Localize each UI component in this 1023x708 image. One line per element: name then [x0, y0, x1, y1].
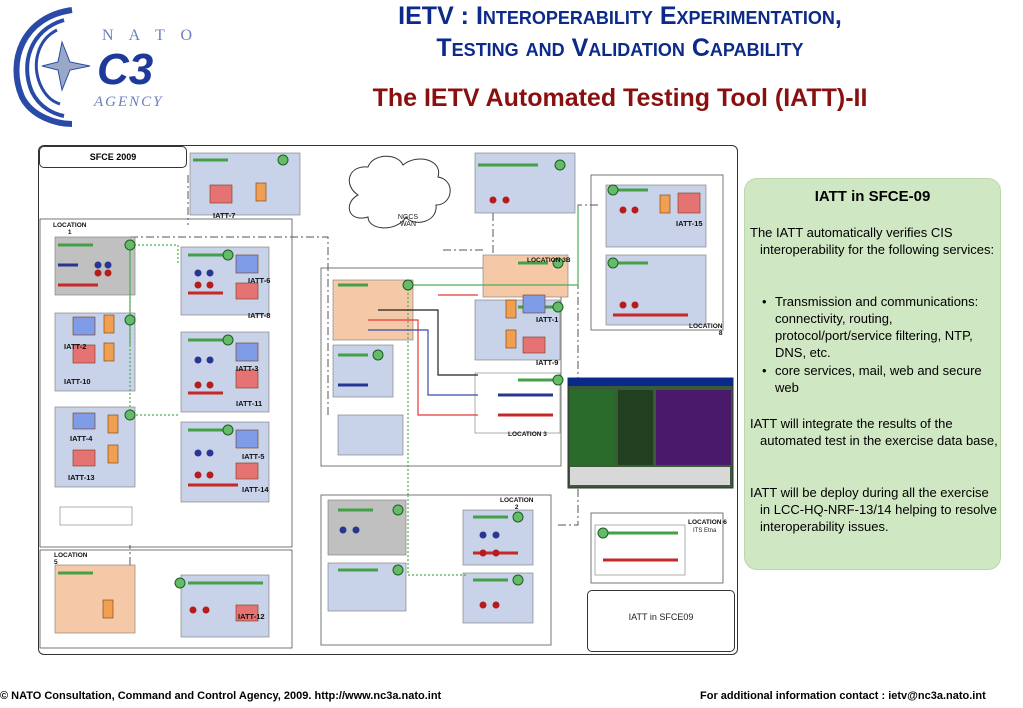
logo-agency-text: AGENCY	[93, 94, 164, 110]
location-3b-label: LOCATION 3B	[527, 257, 571, 264]
info-bullet-2-text: core services, mail, web and secure web	[775, 363, 982, 395]
page-subtitle: The IETV Automated Testing Tool (IATT)-I…	[372, 84, 868, 112]
iatt-12-label: IATT-12	[238, 612, 265, 621]
info-intro: The IATT automatically verifies CIS inte…	[750, 225, 995, 257]
location-3-label: LOCATION 3	[508, 431, 547, 438]
location-6-label: LOCATION 6	[688, 519, 727, 526]
iatt-5-label: IATT-5	[242, 452, 265, 461]
iatt-3-label: IATT-3	[236, 364, 259, 373]
cloud-label: NGCS WAN	[397, 214, 419, 228]
iatt-6-label: IATT-6	[248, 276, 271, 285]
network-diagram	[38, 145, 738, 655]
iatt-4-label: IATT-4	[70, 434, 93, 443]
iatt-1-label: IATT-1	[536, 315, 559, 324]
info-para-3: IATT will be deploy during all the exerc…	[750, 485, 997, 534]
info-bullet-1-text: Transmission and communications: connect…	[775, 294, 979, 360]
iatt-10-label: IATT-10	[64, 377, 91, 386]
iatt-9-label: IATT-9	[536, 358, 559, 367]
info-bullet-1: • Transmission and communications: conne…	[762, 293, 992, 361]
iatt-8-label: IATT-8	[248, 311, 271, 320]
footer-copyright: © NATO Consultation, Command and Control…	[0, 690, 442, 702]
info-bullet-2: • core services, mail, web and secure we…	[762, 362, 992, 396]
logo-c3-text: C3	[97, 45, 153, 94]
footer-contact: For additional information contact : iet…	[700, 690, 986, 702]
iatt-7-label: IATT-7	[213, 211, 236, 220]
location-6-sub: ITS Etna	[693, 528, 717, 534]
logo-nato-text: N A T O	[102, 27, 198, 44]
info-panel	[745, 179, 1000, 569]
location-8-label: LOCATION 8	[689, 323, 723, 337]
iatt-11-label: IATT-11	[236, 399, 263, 408]
info-para-2: IATT will integrate the results of the a…	[750, 416, 998, 448]
info-panel-title: IATT in SFCE-09	[814, 188, 931, 205]
iatt-2-label: IATT-2	[64, 342, 87, 351]
iatt-13-label: IATT-13	[68, 473, 95, 482]
nc3a-logo: N A T O C3 AGENCY	[13, 7, 198, 127]
page-title-line2: Testing and Validation Capability	[436, 34, 804, 62]
iatt-15-label: IATT-15	[676, 219, 703, 228]
location-2-label: LOCATION 2	[500, 497, 534, 511]
network-diagram-art	[39, 152, 734, 649]
sfce-frame-label: SFCE 2009	[39, 146, 187, 168]
iatt-14-label: IATT-14	[242, 485, 269, 494]
legend-box	[587, 590, 735, 652]
location-5-label: LOCATION 5	[54, 552, 88, 566]
location-1-label: LOCATION 1	[53, 222, 87, 236]
legend-text: IATT in SFCE09	[628, 612, 694, 622]
page-title-line1: IETV : Interoperability Experimentation,	[398, 2, 842, 30]
